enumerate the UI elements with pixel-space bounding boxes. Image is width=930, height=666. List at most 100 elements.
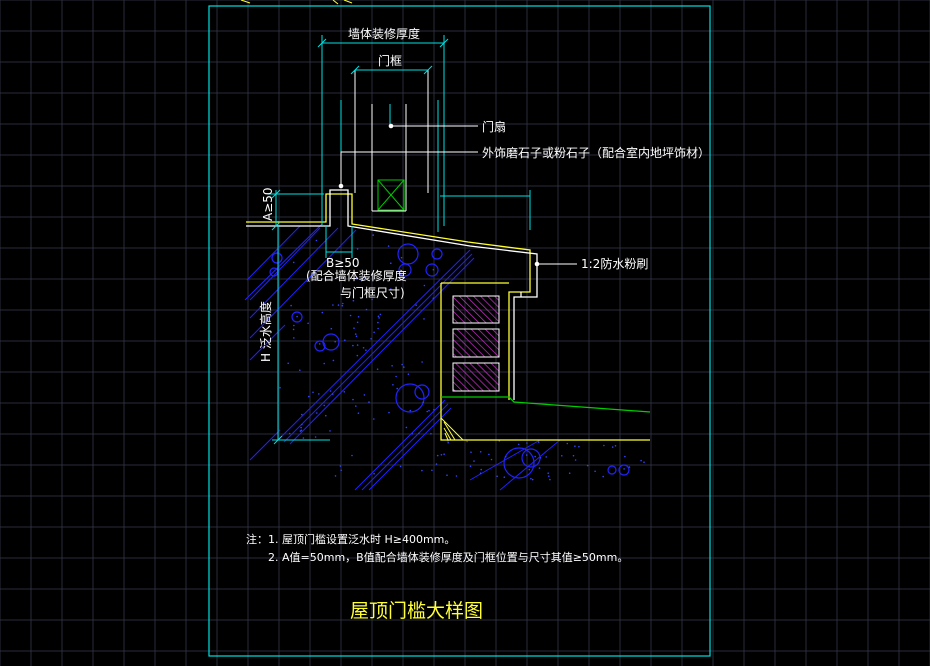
aggregate-dot <box>415 304 418 307</box>
aggregate-dot <box>421 469 423 472</box>
aggregate-dot <box>433 408 435 411</box>
aggregate-dot <box>373 418 375 420</box>
label-exterior-finish: 外饰磨石子或粉石子（配合室内地坪饰材） <box>482 145 710 160</box>
aggregate-dot <box>341 304 344 307</box>
aggregate-dot <box>547 472 549 475</box>
hatch-line <box>499 439 561 491</box>
aggregate-dot <box>396 387 399 390</box>
aggregate-dot <box>440 454 443 456</box>
aggregate-dot <box>428 409 430 412</box>
aggregate-dot <box>378 317 380 319</box>
aggregate-dot <box>643 461 645 464</box>
aggregate-dot <box>447 441 450 444</box>
aggregate-dot <box>488 453 490 456</box>
aggregate-dot <box>318 343 321 345</box>
aggregate-dot <box>525 454 528 456</box>
aggregate-dot <box>293 337 295 339</box>
aggregate-dot <box>365 308 368 311</box>
aggregate-dot <box>352 344 354 347</box>
aggregate-dot <box>479 451 482 453</box>
aggregate-dot <box>503 476 506 479</box>
aggregate-dot <box>377 315 380 318</box>
aggregate-dot <box>279 386 281 389</box>
hatch-line <box>368 407 452 491</box>
aggregate-dot <box>365 349 367 352</box>
aggregate-dot <box>602 475 604 478</box>
aggregate-dot <box>640 459 642 462</box>
aggregate-dot <box>628 466 631 468</box>
hatch-line <box>289 257 475 445</box>
aggregate-dot <box>545 456 547 458</box>
aggregate-dot <box>504 455 507 458</box>
aggregate-dot <box>318 393 320 395</box>
aggregate-dot <box>379 313 382 316</box>
aggregate-dot <box>302 437 305 439</box>
aggregate-dot <box>574 445 576 448</box>
aggregate-dot <box>353 327 355 330</box>
aggregate-dot <box>328 278 331 281</box>
aggregate-dot <box>469 465 472 468</box>
aggregate-dot <box>308 395 310 398</box>
aggregate-dot <box>594 470 596 473</box>
aggregate-dot <box>435 463 438 465</box>
aggregate-dot <box>356 354 359 357</box>
aggregate-dot <box>359 278 362 281</box>
hatch-line <box>249 429 281 461</box>
aggregate-dot <box>315 239 318 242</box>
aggregate-dot <box>418 432 420 435</box>
aggregate-dot <box>446 474 448 477</box>
aggregate-dot <box>496 475 499 478</box>
aggregate-dot <box>352 398 354 401</box>
aggregate-dot <box>395 375 397 378</box>
aggregate-dot <box>344 339 346 342</box>
hatch-line <box>277 249 471 441</box>
aggregate-dot <box>377 321 379 324</box>
door-seal-block <box>377 179 405 211</box>
aggregate-dot <box>399 465 402 468</box>
aggregate-dot <box>479 472 482 475</box>
aggregate-dot <box>388 411 390 414</box>
aggregate-dot <box>342 302 344 305</box>
aggregate-dot <box>355 405 357 407</box>
aggregate-dot <box>443 453 445 456</box>
corner-fillet <box>440 416 465 441</box>
leader-dots <box>338 123 540 267</box>
label-door-frame: 门框 <box>378 53 402 68</box>
aggregate-dot <box>431 469 433 472</box>
aggregate-dot <box>403 366 405 368</box>
drawing-title: 屋顶门槛大样图 <box>350 600 483 622</box>
aggregate-dot <box>330 327 333 330</box>
aggregate-dot <box>329 390 332 392</box>
aggregate-dot <box>611 446 614 448</box>
note-line-2: 2. A值=50mm，B值配合墙体装修厚度及门框位置与尺寸其值≥50mm。 <box>268 550 628 564</box>
hatch-line <box>244 223 323 301</box>
aggregate-dot <box>624 455 626 458</box>
hatch-line <box>354 399 446 491</box>
aggregate-dot <box>357 316 360 318</box>
aggregate-dot <box>300 426 302 429</box>
aggregate-dot <box>321 311 324 314</box>
aggregate-dot <box>473 460 475 462</box>
aggregate-dot <box>343 391 346 393</box>
aggregate-dot <box>423 284 426 287</box>
aggregate-dot <box>400 256 403 259</box>
aggregate-dot <box>390 262 392 265</box>
aggregate-dot <box>387 245 390 247</box>
aggregate-dot <box>356 248 359 250</box>
aggregate-dot <box>572 454 575 457</box>
dimension-lines <box>268 35 531 445</box>
aggregate-dot <box>290 304 292 307</box>
label-dim-b: B≥50 <box>326 256 360 270</box>
aggregate-dot <box>517 443 520 446</box>
aggregate-dot <box>534 455 536 458</box>
aggregate-dot <box>300 429 303 432</box>
aggregate-dot <box>337 304 340 306</box>
aggregate-dot <box>323 362 326 365</box>
aggregate-dot <box>370 338 372 340</box>
aggregate-dot <box>373 331 375 334</box>
label-door-leaf: 门扇 <box>482 119 506 134</box>
label-waterproof-plaster: 1:2防水粉刷 <box>581 256 648 271</box>
aggregate-dot <box>405 426 408 429</box>
